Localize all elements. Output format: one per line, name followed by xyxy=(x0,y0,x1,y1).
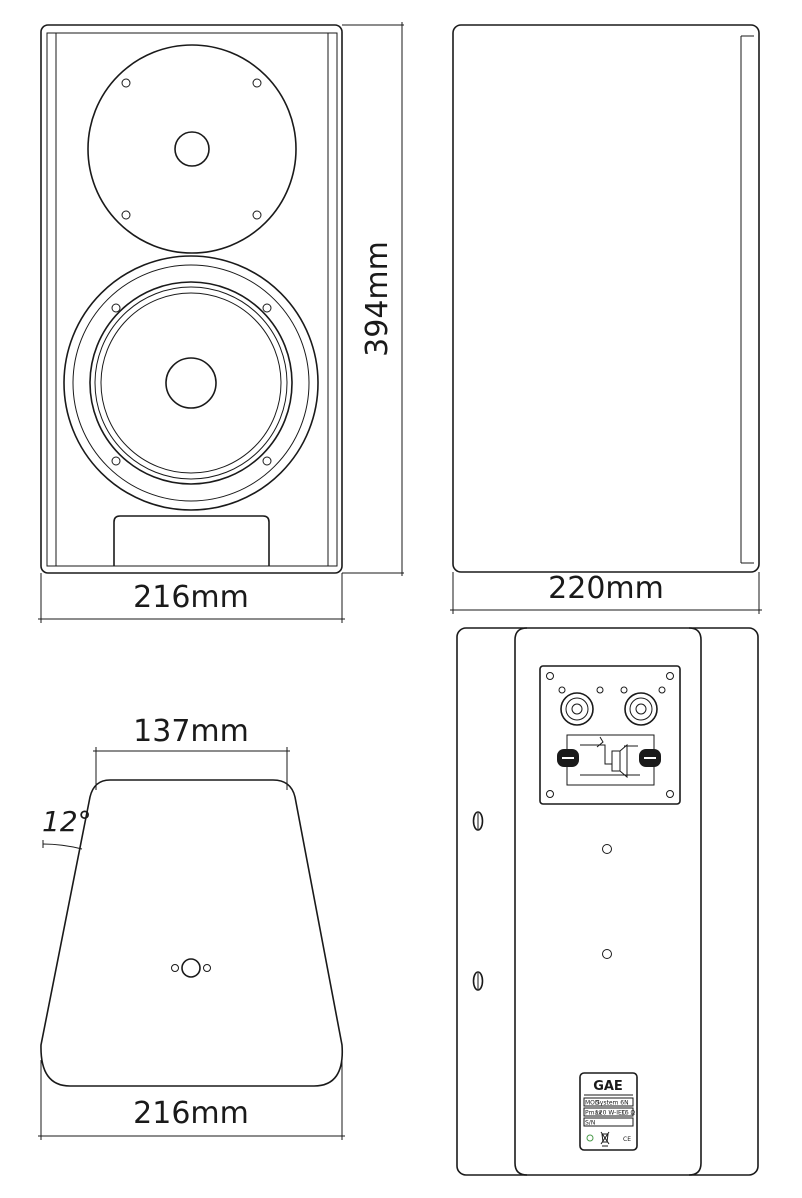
label-plate-outline xyxy=(579,1072,638,1151)
speakon-jack-ring xyxy=(565,697,589,721)
plate-screw xyxy=(666,790,674,798)
label-serial-key: S/N xyxy=(585,1120,595,1127)
ce-mark: CE xyxy=(623,1136,631,1143)
brand-logo: GAE xyxy=(593,1079,623,1094)
jack-screw xyxy=(596,686,604,694)
top-view: 137mm 12° 216mm xyxy=(38,714,345,1140)
label-impedance: 16 Ω xyxy=(621,1110,636,1117)
tweeter-screw xyxy=(252,210,262,220)
tweeter-screw xyxy=(121,78,131,88)
speakon-jack-input[interactable] xyxy=(560,692,594,726)
woofer-cone xyxy=(100,292,282,474)
top-rear-width-dimension: 216mm xyxy=(38,1060,345,1140)
brand-label-plate: GAE MOD System 6N Pmax 120 W-IEC 16 Ω S/… xyxy=(579,1072,638,1151)
side-view: 220mm xyxy=(450,24,762,614)
tweeter-plate xyxy=(87,44,297,254)
jack-screw xyxy=(658,686,666,694)
label-row-serial xyxy=(583,1117,634,1127)
plate-screw xyxy=(666,672,674,680)
tweeter-screw xyxy=(252,78,262,88)
wiring-frame xyxy=(566,734,655,786)
speakon-jack-ring xyxy=(629,697,653,721)
rear-left-side-panel xyxy=(514,627,528,1176)
rear-screw-hole xyxy=(602,844,612,854)
woofer-basket xyxy=(89,281,293,485)
rear-right-side-panel xyxy=(688,627,702,1176)
woofer-surround xyxy=(94,286,288,480)
tweeter-dome xyxy=(174,131,210,167)
front-baffle-inner xyxy=(55,32,329,567)
top-front-width-label: 137mm xyxy=(133,714,249,749)
speakon-jack-center xyxy=(571,703,583,715)
label-model: System 6N xyxy=(596,1100,629,1107)
woofer-screw xyxy=(262,303,272,313)
weee-bin-icon xyxy=(600,1131,610,1147)
wiring-lines xyxy=(580,744,640,776)
depth-label: 220mm xyxy=(548,571,664,606)
front-width-label: 216mm xyxy=(133,580,249,615)
connector-plate-outline xyxy=(539,665,681,805)
mounting-pin-hole xyxy=(171,964,179,972)
connector-plate xyxy=(539,665,681,805)
height-dimension: 394mm xyxy=(342,22,404,576)
front-baffle-frame xyxy=(46,32,338,567)
label-power: 120 W-IEC xyxy=(595,1110,626,1117)
jack-screw xyxy=(620,686,628,694)
height-label: 394mm xyxy=(360,241,395,357)
mounting-insert xyxy=(181,958,201,978)
angle-dimension: 12° xyxy=(42,805,92,850)
mounting-pin-hole xyxy=(203,964,211,972)
recycle-icon xyxy=(586,1134,594,1142)
tweeter-screw xyxy=(121,210,131,220)
side-cabinet-outline xyxy=(452,24,760,573)
label-power-key: Pmax xyxy=(585,1110,602,1117)
side-mount-hole xyxy=(472,971,484,991)
woofer-outer-ring xyxy=(63,255,319,511)
top-cabinet-outline xyxy=(40,779,344,1087)
top-rear-width-label: 216mm xyxy=(133,1096,249,1131)
rear-view: GAE MOD System 6N Pmax 120 W-IEC 16 Ω S/… xyxy=(456,627,759,1176)
speakon-jack-link[interactable] xyxy=(624,692,658,726)
plate-screw xyxy=(546,672,554,680)
tweeter xyxy=(87,44,297,254)
plate-screw xyxy=(546,790,554,798)
woofer-screw xyxy=(262,456,272,466)
woofer-screw xyxy=(111,456,121,466)
angle-arc xyxy=(42,843,83,850)
front-width-dimension: 216mm xyxy=(38,573,345,623)
front-view: 394mm 216mm xyxy=(38,22,404,623)
rear-screw-hole xyxy=(602,949,612,959)
wiring-detail xyxy=(596,736,604,748)
angle-label: 12° xyxy=(42,805,92,838)
front-cabinet-outline xyxy=(40,24,343,574)
woofer-ring xyxy=(72,264,310,502)
bass-port xyxy=(113,515,270,566)
rear-cabinet-outline xyxy=(456,627,759,1176)
depth-dimension: 220mm xyxy=(450,571,762,614)
label-row-power xyxy=(583,1107,634,1117)
label-model-key: MOD xyxy=(585,1100,600,1107)
woofer xyxy=(63,255,319,511)
speaker-symbol xyxy=(611,743,628,779)
woofer-dust-cap xyxy=(165,357,217,409)
speakon-jack-center xyxy=(635,703,647,715)
label-row-model xyxy=(583,1097,634,1107)
woofer-screw xyxy=(111,303,121,313)
top-front-width-dimension: 137mm xyxy=(93,714,290,790)
jack-screw xyxy=(558,686,566,694)
side-mount-hole xyxy=(472,811,484,831)
